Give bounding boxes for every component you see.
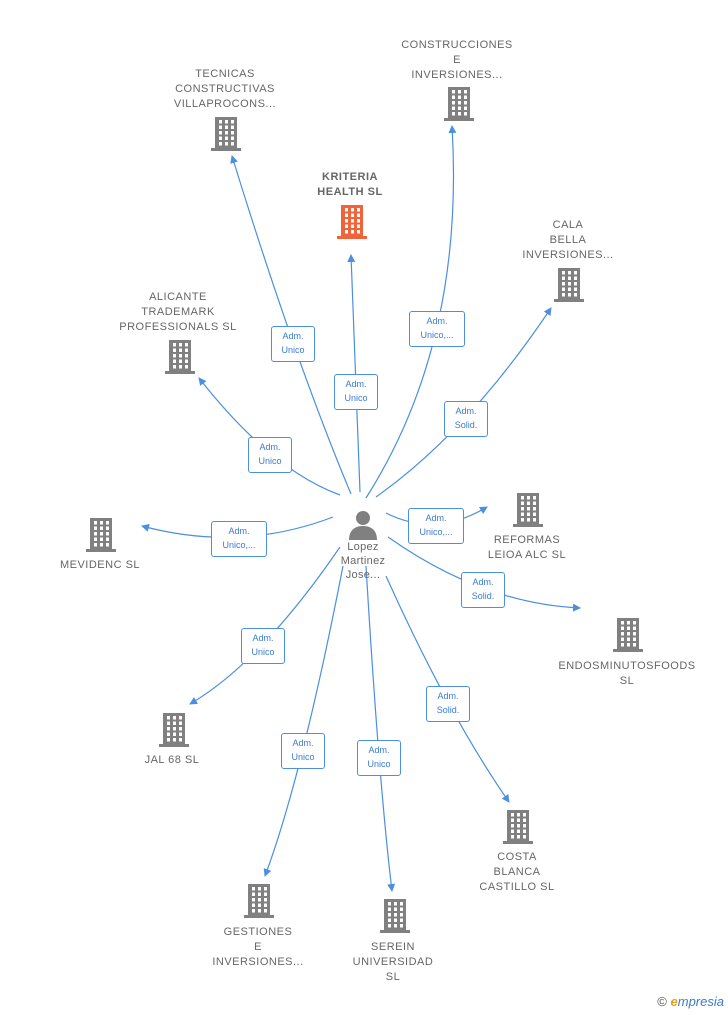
company-label-gestiones[interactable]: GESTIONES E INVERSIONES... bbox=[212, 926, 304, 968]
person-name: Lopez Martinez Jose... bbox=[340, 541, 386, 581]
role-badge-gestiones[interactable]: Adm. Unico bbox=[281, 733, 325, 769]
role-badge-costa[interactable]: Adm. Solid. bbox=[426, 686, 470, 722]
role-badge-mevidenc[interactable]: Adm. Unico,... bbox=[211, 521, 267, 557]
company-label-tecnicas[interactable]: TECNICAS CONSTRUCTIVAS VILLAPROCONS... bbox=[173, 68, 277, 110]
person-icon bbox=[349, 511, 377, 540]
company-label-mevidenc[interactable]: MEVIDENC SL bbox=[59, 559, 141, 571]
role-badge-construcciones[interactable]: Adm. Unico,... bbox=[409, 311, 465, 347]
building-icon[interactable] bbox=[554, 268, 584, 307]
company-label-kriteria[interactable]: KRITERIA HEALTH SL bbox=[317, 171, 383, 198]
role-badge-endosminutos[interactable]: Adm. Solid. bbox=[461, 572, 505, 608]
company-label-costa[interactable]: COSTA BLANCA CASTILLO SL bbox=[479, 851, 555, 893]
company-label-reformas[interactable]: REFORMAS LEIOA ALC SL bbox=[487, 534, 567, 561]
building-icon[interactable] bbox=[211, 117, 241, 156]
role-badge-jal[interactable]: Adm. Unico bbox=[241, 628, 285, 664]
edge-serein bbox=[365, 565, 396, 892]
building-icon[interactable] bbox=[380, 899, 410, 938]
company-label-endosminutos[interactable]: ENDOSMINUTOSFOODS SL bbox=[558, 660, 696, 687]
role-badge-kriteria[interactable]: Adm. Unico bbox=[334, 374, 378, 410]
role-badge-cala[interactable]: Adm. Solid. bbox=[444, 401, 488, 437]
role-badge-tecnicas[interactable]: Adm. Unico bbox=[271, 326, 315, 362]
building-icon[interactable] bbox=[159, 713, 189, 752]
role-badge-alicante[interactable]: Adm. Unico bbox=[248, 437, 292, 473]
building-icon[interactable] bbox=[165, 340, 195, 379]
building-icon[interactable] bbox=[513, 493, 543, 532]
edge-jal bbox=[189, 546, 341, 705]
company-label-cala[interactable]: CALA BELLA INVERSIONES... bbox=[522, 219, 614, 261]
role-badge-serein[interactable]: Adm. Unico bbox=[357, 740, 401, 776]
building-icon[interactable] bbox=[613, 618, 643, 657]
company-label-construcciones[interactable]: CONSTRUCCIONES E INVERSIONES... bbox=[401, 39, 513, 81]
building-icon[interactable] bbox=[244, 884, 274, 923]
person-node[interactable]: Lopez Martinez Jose... bbox=[327, 508, 399, 582]
company-label-serein[interactable]: SEREIN UNIVERSIDAD SL bbox=[352, 941, 434, 983]
role-badge-reformas[interactable]: Adm. Unico,... bbox=[408, 508, 464, 544]
building-icon[interactable] bbox=[86, 518, 116, 557]
company-label-alicante[interactable]: ALICANTE TRADEMARK PROFESSIONALS SL bbox=[119, 291, 237, 333]
building-icon[interactable] bbox=[337, 205, 367, 244]
building-icon[interactable] bbox=[503, 810, 533, 849]
edge-gestiones bbox=[263, 565, 344, 877]
building-icon[interactable] bbox=[444, 87, 474, 126]
company-label-jal[interactable]: JAL 68 SL bbox=[144, 754, 200, 766]
brand-logo: © empresia bbox=[657, 994, 724, 1009]
